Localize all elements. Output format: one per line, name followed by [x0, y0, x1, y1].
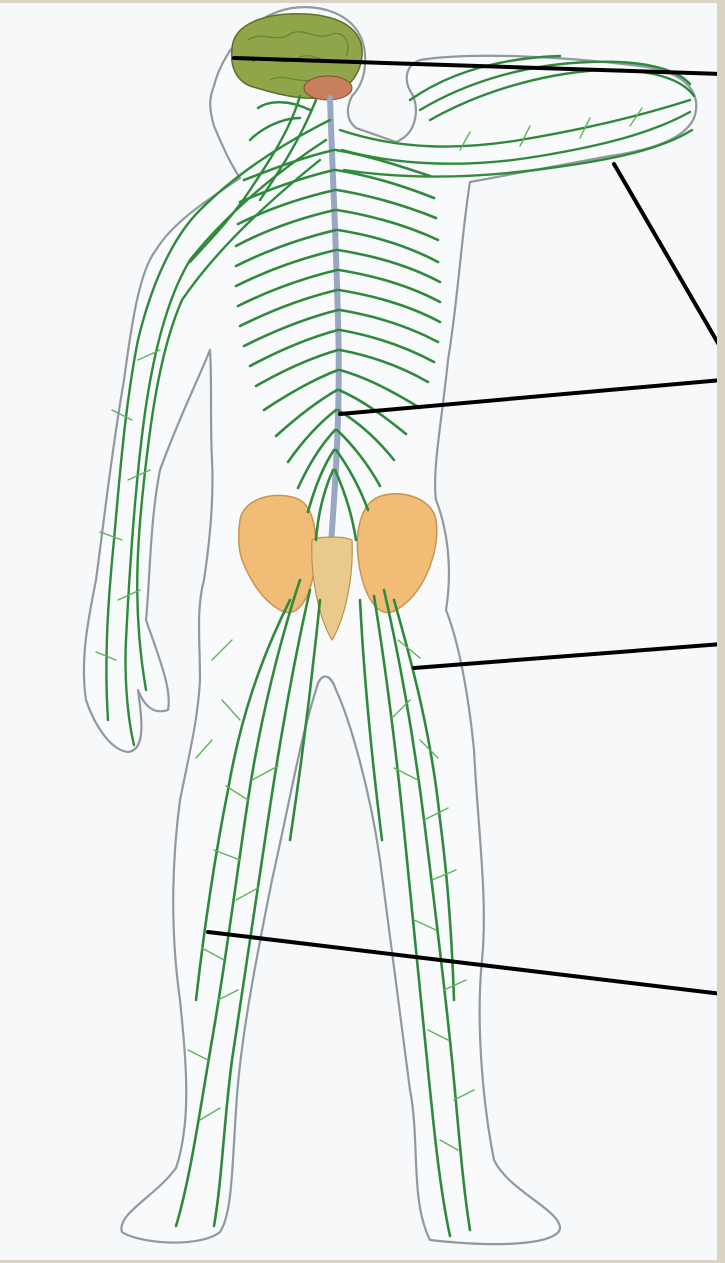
- body-silhouette: [84, 7, 696, 1244]
- image-border-right: [717, 0, 725, 1263]
- body-outline: [84, 7, 696, 1244]
- leader-line-arm: [614, 164, 722, 350]
